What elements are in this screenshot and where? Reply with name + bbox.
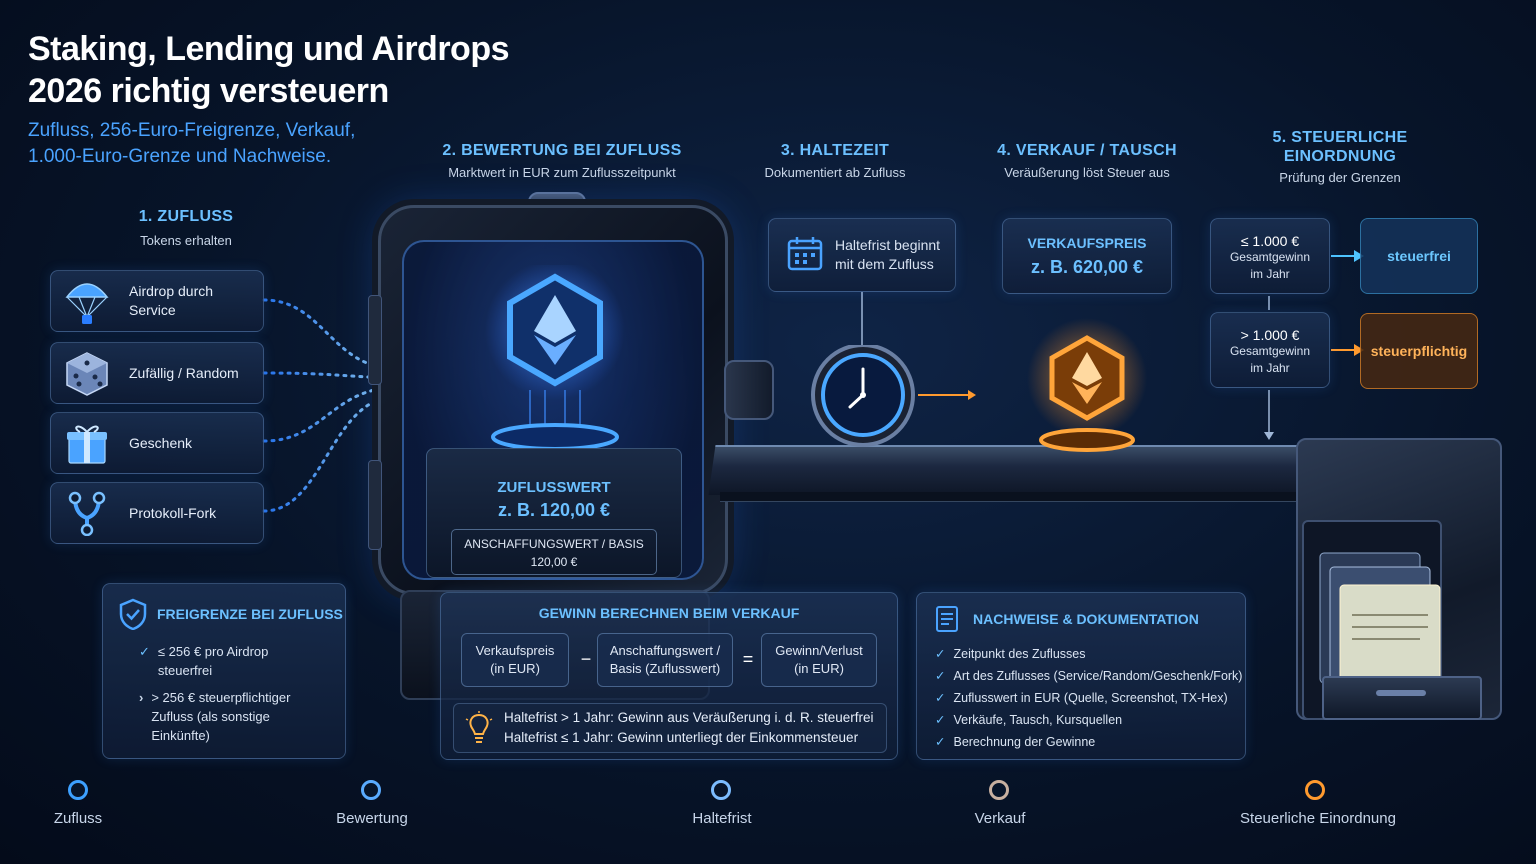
source-card-gift: Geschenk xyxy=(50,412,264,474)
threshold-low-card: ≤ 1.000 € Gesamtgewinn im Jahr xyxy=(1210,218,1330,294)
timeline-label: Verkauf xyxy=(974,810,1026,827)
minus-sign: − xyxy=(580,649,592,669)
step-5-subtitle: Prüfung der Grenzen xyxy=(1279,170,1401,185)
nachweise-box: NACHWEISE & DOKUMENTATION ✓Zeitpunkt des… xyxy=(916,592,1246,760)
orange-token-icon xyxy=(1027,318,1147,452)
calendar-icon xyxy=(787,235,823,276)
timeline-node-bewertung xyxy=(361,780,381,800)
check-icon: ✓ xyxy=(935,735,946,749)
page-subtitle: Zufluss, 256-Euro-Freigrenze, Verkauf, 1… xyxy=(28,120,356,167)
formula-result: Gewinn/Verlust(in EUR) xyxy=(761,633,877,687)
step-2-subtitle: Marktwert in EUR zum Zuflusszeitpunkt xyxy=(448,165,676,180)
check-icon: ✓ xyxy=(935,647,946,661)
timeline-label: Zufluss xyxy=(53,810,103,827)
taxable-badge: steuerpflichtig xyxy=(1360,313,1478,389)
clock-icon xyxy=(811,345,915,447)
equals-sign: = xyxy=(742,649,754,669)
check-icon: ✓ xyxy=(935,669,946,683)
list-item: ✓Berechnung der Gewinne xyxy=(935,735,1096,749)
page-title: Staking, Lending und Airdrops 2026 richt… xyxy=(28,30,510,110)
gift-icon xyxy=(59,415,115,471)
timeline-node-zufluss xyxy=(68,780,88,800)
ethereum-token-icon xyxy=(485,265,625,451)
source-card-random: Zufällig / Random xyxy=(50,342,264,404)
lightbulb-icon xyxy=(465,711,493,743)
valuation-panel: ZUFLUSSWERT z. B. 120,00 € ANSCHAFFUNGSW… xyxy=(426,448,682,578)
list-item: ✓Art des Zuflusses (Service/Random/Gesch… xyxy=(935,669,1243,683)
document-icon xyxy=(936,606,958,632)
step-2-title: 2. BEWERTUNG BEI ZUFLUSS xyxy=(442,142,682,159)
step-1-title: 1. ZUFLUSS xyxy=(138,208,234,225)
holding-period-card: Haltefrist beginnt mit dem Zufluss xyxy=(768,218,956,292)
step-4-title: 4. VERKAUF / TAUSCH xyxy=(997,142,1177,159)
check-icon: ✓ xyxy=(935,691,946,705)
machine-side-port xyxy=(724,360,774,420)
step-4-subtitle: Veräußerung löst Steuer aus xyxy=(1004,165,1170,180)
list-item: ✓Verkäufe, Tausch, Kursquellen xyxy=(935,713,1123,727)
timeline-label: Haltefrist xyxy=(692,810,752,827)
machine-hinge-bottom xyxy=(368,460,382,550)
step-5-title: 5. STEUERLICHE EINORDNUNG xyxy=(1272,129,1408,165)
step-3-title: 3. HALTEZEIT xyxy=(780,142,890,159)
machine-hinge-top xyxy=(368,295,382,385)
check-icon: ✓ xyxy=(139,644,150,659)
timeline-node-haltefrist xyxy=(711,780,731,800)
source-card-airdrop: Airdrop durch Service xyxy=(50,270,264,332)
list-item: ✓Zeitpunkt des Zuflusses xyxy=(935,647,1086,661)
parachute-icon xyxy=(59,273,115,329)
holding-note: Haltefrist > 1 Jahr: Gewinn aus Veräußer… xyxy=(453,703,887,753)
step-3-subtitle: Dokumentiert ab Zufluss xyxy=(764,165,906,180)
drawer-handle xyxy=(1376,690,1426,696)
conveyor-edge xyxy=(720,492,1340,502)
gewinn-box: GEWINN BERECHNEN BEIM VERKAUF Verkaufspr… xyxy=(440,592,898,760)
timeline-label: Steuerliche Einordnung xyxy=(1240,810,1396,827)
drawer-front xyxy=(1322,676,1482,720)
nachweise-list: ✓Zeitpunkt des Zuflusses ✓Art des Zuflus… xyxy=(935,643,1245,753)
valuation-label: ZUFLUSSWERT xyxy=(497,479,611,496)
check-icon: ✓ xyxy=(935,713,946,727)
document-stack-icon xyxy=(1319,552,1441,696)
timeline-node-einordnung xyxy=(1305,780,1325,800)
threshold-high-card: > 1.000 € Gesamtgewinn im Jahr xyxy=(1210,312,1330,388)
step-1-subtitle: Tokens erhalten xyxy=(140,233,232,248)
timeline-label: Bewertung xyxy=(336,810,408,827)
formula-sale-price: Verkaufspreis(in EUR) xyxy=(461,633,569,687)
valuation-value: z. B. 120,00 € xyxy=(497,500,611,520)
sale-price-card: VERKAUFSPREIS z. B. 620,00 € xyxy=(1002,218,1172,294)
chevron-right-icon: › xyxy=(139,690,144,705)
tax-free-badge: steuerfrei xyxy=(1360,218,1478,294)
basis-box: ANSCHAFFUNGSWERT / BASIS 120,00 € xyxy=(451,529,657,575)
list-item: ✓Zuflusswert in EUR (Quelle, Screenshot,… xyxy=(935,691,1228,705)
freigrenze-box: FREIGRENZE BEI ZUFLUSS ✓ ≤ 256 € pro Air… xyxy=(102,583,346,759)
timeline-node-verkauf xyxy=(989,780,1009,800)
source-card-fork: Protokoll-Fork xyxy=(50,482,264,544)
formula-basis: Anschaffungswert /Basis (Zuflusswert) xyxy=(597,633,733,687)
fork-icon xyxy=(59,485,115,541)
dice-icon xyxy=(59,345,115,401)
shield-icon xyxy=(119,598,147,630)
